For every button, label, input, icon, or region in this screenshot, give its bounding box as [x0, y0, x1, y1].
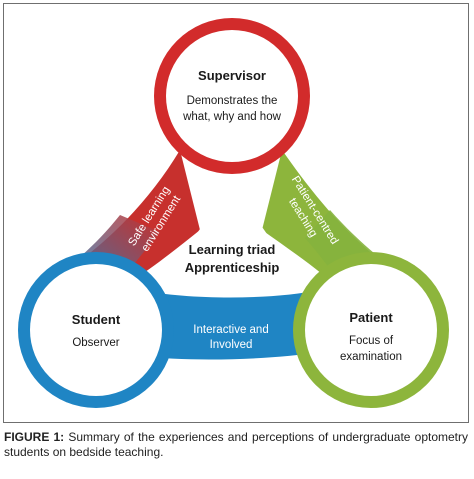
supervisor-line2: what, why and how: [182, 111, 282, 123]
supervisor-line1: Demonstrates the: [187, 95, 278, 107]
student-line1: Observer: [72, 337, 119, 349]
supervisor-title: Supervisor: [198, 68, 266, 83]
caption-label: FIGURE 1:: [4, 430, 65, 444]
patient-line1: Focus of: [349, 335, 394, 347]
center-line2: Apprenticeship: [185, 260, 280, 275]
center-line1: Learning triad: [189, 242, 276, 257]
band-bottom: [140, 290, 320, 360]
center-area: [170, 185, 292, 279]
patient-title: Patient: [349, 310, 393, 325]
supervisor-node: Supervisor Demonstrates the what, why an…: [154, 18, 310, 174]
band-bottom-line1: Interactive and: [193, 324, 268, 336]
band-bottom-line2: Involved: [210, 339, 253, 351]
figure-caption: FIGURE 1: Summary of the experiences and…: [4, 430, 468, 460]
caption-text: Summary of the experiences and perceptio…: [4, 430, 468, 459]
patient-line2: examination: [340, 351, 402, 363]
patient-node: Patient Focus of examination: [293, 252, 449, 408]
student-title: Student: [72, 312, 121, 327]
student-node: Student Observer: [18, 252, 174, 408]
